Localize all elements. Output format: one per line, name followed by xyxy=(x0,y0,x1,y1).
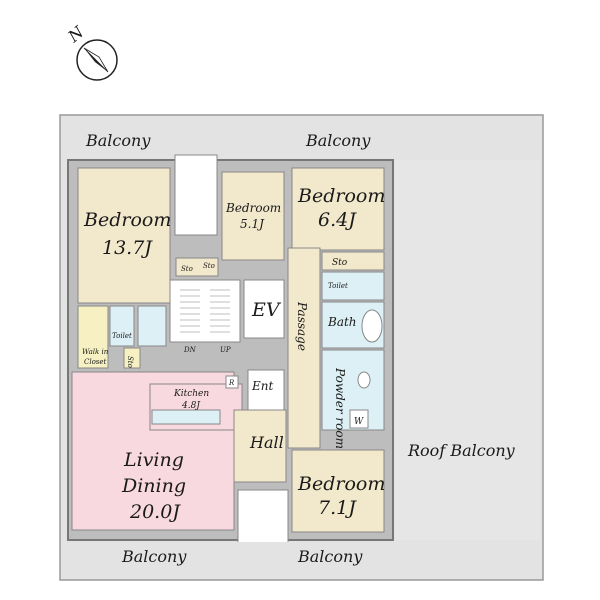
stair-up-label: UP xyxy=(220,346,231,354)
toilet-right-label: Toilet xyxy=(328,282,348,290)
roof-balcony-area xyxy=(395,160,540,540)
north-arrow-icon xyxy=(76,39,118,81)
walk-in-closet-line2: Closet xyxy=(84,358,107,366)
storage-right-label: Sto xyxy=(332,258,348,268)
lightwell xyxy=(174,154,218,236)
sink-icon xyxy=(357,371,371,389)
passage-area xyxy=(287,247,321,449)
elevator-label: EV xyxy=(251,299,282,321)
lightwell-bottom xyxy=(237,489,289,553)
storage-right-area xyxy=(321,251,385,271)
bedroom-small-name: Bedroom xyxy=(225,201,281,215)
bedroom-main-area xyxy=(77,167,171,304)
kitchen-name: Kitchen xyxy=(173,389,209,399)
bath-label: Bath xyxy=(327,315,357,329)
balcony-top-left-area xyxy=(70,122,175,154)
storage-left-area xyxy=(123,347,141,369)
compass-letter: N xyxy=(64,22,88,47)
storage-top-label-1: Sto xyxy=(181,265,193,273)
storage-top-label-2: Sto xyxy=(203,262,215,270)
balcony-top-right-label: Balcony xyxy=(305,131,371,150)
living-size: 20.0J xyxy=(129,501,181,523)
kitchen-size: 4.8J xyxy=(181,401,201,411)
bedroom-main-size: 13.7J xyxy=(102,237,153,259)
bedroom-ne-name: Bedroom xyxy=(297,185,385,207)
bedroom-ne-size: 6.4J xyxy=(318,209,357,231)
toilet-right-area xyxy=(321,271,385,301)
bedroom-se-size: 7.1J xyxy=(318,497,357,519)
hall-label: Hall xyxy=(249,433,284,452)
bedroom-se-area xyxy=(291,449,385,533)
elevator-area xyxy=(243,279,285,339)
stair-down-label: DN xyxy=(183,346,197,354)
bedroom-main-name: Bedroom xyxy=(83,209,171,231)
balcony-bottom-left-label: Balcony xyxy=(121,547,187,566)
roof-balcony-label: Roof Balcony xyxy=(407,441,516,460)
entrance-label: Ent xyxy=(251,379,273,393)
toilet-left-area xyxy=(109,305,135,347)
balcony-top-left-label: Balcony xyxy=(85,131,151,150)
hall-area xyxy=(233,409,287,483)
bedroom-ne-area xyxy=(291,167,385,251)
storage-top-area xyxy=(175,257,219,277)
bathtub-icon xyxy=(361,309,383,343)
refrigerator-label: R xyxy=(228,379,235,387)
washer-label: W xyxy=(354,417,364,427)
powder-room-label: Powder room xyxy=(333,367,347,449)
bedroom-small-size: 5.1J xyxy=(240,217,265,231)
living-line1: Living xyxy=(123,449,184,471)
refrigerator-icon xyxy=(225,375,239,389)
passage-label: Passage xyxy=(295,301,309,351)
wash-area xyxy=(137,305,167,347)
storage-left-label: Sto xyxy=(126,356,134,368)
bedroom-se-name: Bedroom xyxy=(297,473,385,495)
living-line2: Dining xyxy=(121,475,186,497)
toilet-left-label: Toilet xyxy=(112,332,132,340)
washer-icon xyxy=(349,409,369,429)
bedroom-small-area xyxy=(221,171,285,261)
entrance-area xyxy=(247,369,285,411)
balcony-bottom-right-label: Balcony xyxy=(297,547,363,566)
balcony-top-right-area xyxy=(282,122,392,154)
walk-in-closet-area xyxy=(77,305,109,369)
balcony-bottom-area xyxy=(70,542,430,572)
kitchen-counter xyxy=(151,409,221,425)
walk-in-closet-line1: Walk in xyxy=(82,348,109,356)
stair-core xyxy=(169,279,241,343)
